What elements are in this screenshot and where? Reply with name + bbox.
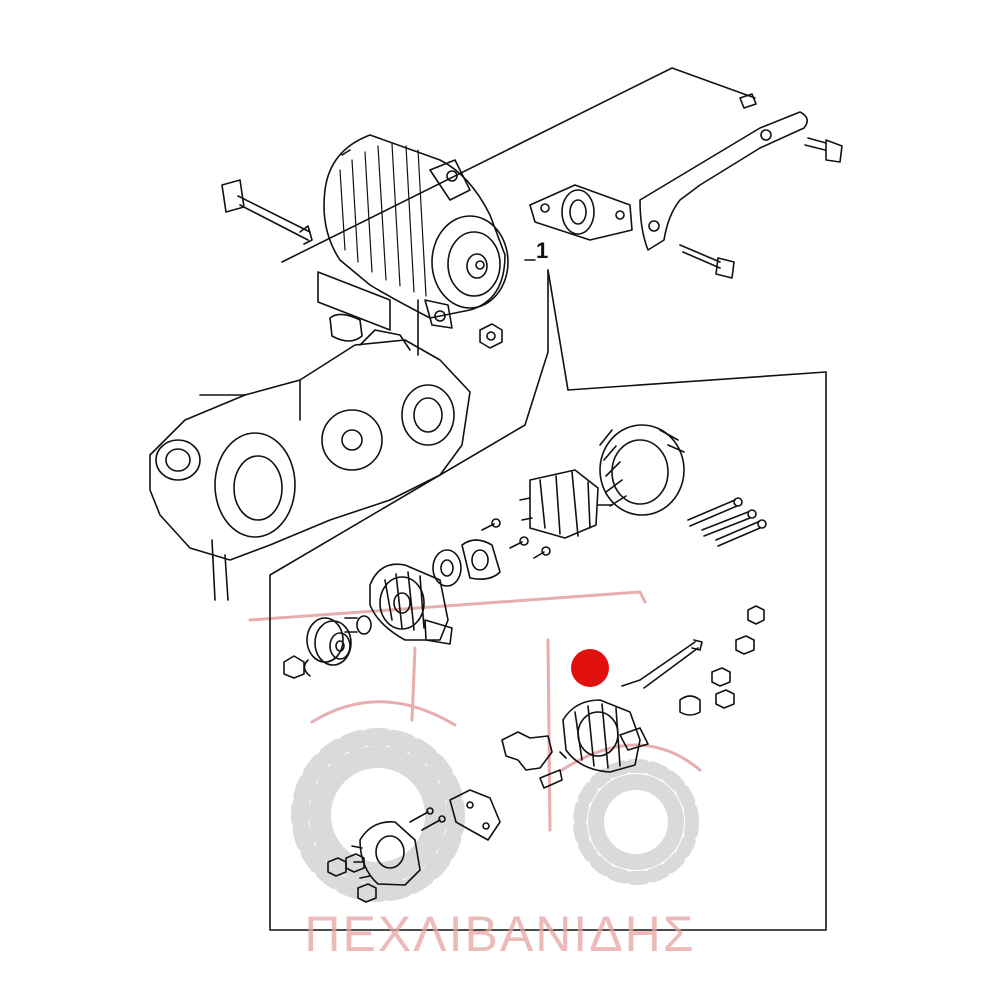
alternator-assembly [323,134,509,329]
rectifier-and-brush [501,731,567,789]
nuts-right [679,605,765,716]
stator-ring [599,424,685,516]
rear-shaft-rod [621,639,703,689]
callout-leaders [269,67,827,931]
regulator-bracket [449,789,501,841]
pivot-block [529,184,633,241]
through-bolts [687,497,767,547]
callout-number: 1 [536,238,549,263]
pulley [306,617,352,666]
spacer-block [317,271,419,356]
small-screws-lower [409,807,446,831]
rotor [519,469,613,539]
watermark-front-wheel [573,759,699,885]
spacer-collar [344,615,372,635]
highlight-marker[interactable] [571,649,609,687]
watermark-tractor-outline [248,590,702,832]
tension-bracket [639,93,843,279]
rectifier-plate [351,821,421,886]
small-screws-upper [481,518,551,559]
nuts-lower-left [327,853,377,903]
nut-top [479,323,503,349]
long-bolt [221,179,313,245]
alternator-fins [339,143,427,297]
watermark-logo [248,590,702,902]
pulley-nut-washer [283,655,311,679]
bearing-plate [461,539,501,580]
rear-housing [562,699,649,773]
front-housing [369,563,453,645]
engine-block [149,329,471,601]
bearing [432,549,462,587]
watermark-text: ΠΕΧΛΙΒΑΝΙΔΗΣ [304,906,696,962]
watermark-rear-wheel [291,728,465,902]
